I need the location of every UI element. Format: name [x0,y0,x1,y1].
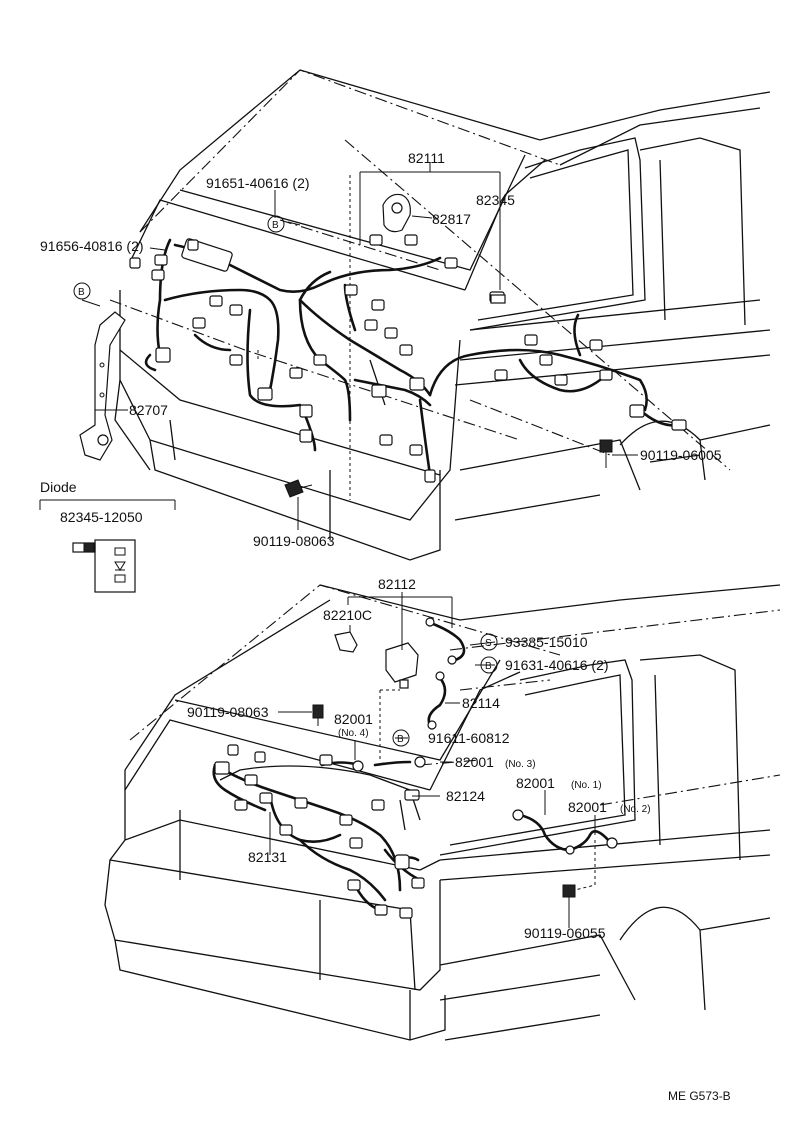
badge-b-lower-1 [480,656,498,674]
label-no1: (No. 1) [571,780,602,791]
diode-inset: Diode 82345-12050 [39,479,176,593]
label-90119-08063-lower: 90119-08063 [187,704,269,720]
upper-connectors [79,193,687,498]
label-82707: 82707 [129,402,168,418]
diode-part-number: 82345-12050 [60,509,143,525]
upper-callouts [81,162,638,530]
badge-b-upper-1-label: B [272,220,279,231]
label-90119-06055: 90119-06055 [524,925,606,941]
badge-b-upper-1 [267,215,285,233]
lower-connectors [214,617,618,919]
label-82001-no3: 82001 [455,754,494,770]
label-no3: (No. 3) [505,759,536,770]
label-82114: 82114 [462,695,500,711]
label-91611-60812: 91611-60812 [428,730,510,746]
label-90119-08063-upper: 90119-08063 [253,533,335,549]
badge-b-lower-2-label: B [397,734,404,745]
label-82001-no1: 82001 [516,775,555,791]
label-82001-no2: 82001 [568,799,607,815]
badge-b-upper-2 [73,282,91,300]
label-82345: 82345 [476,192,515,208]
label-91656-40816: 91656-40816 (2) [40,238,144,254]
label-91651-40616: 91651-40616 (2) [206,175,310,191]
badge-b-lower-1-label: B [485,661,492,672]
label-82131: 82131 [248,849,287,865]
label-82111: 82111 [408,150,445,166]
label-no2: (No. 2) [620,804,651,815]
lower-labels: 82112 82210C S 93385-15010 B 91631-40616… [187,576,651,941]
badge-s-label: S [485,638,492,649]
label-82001-no4: 82001 [334,711,373,727]
label-no4: (No. 4) [338,728,369,739]
label-82112: 82112 [378,576,416,592]
label-82210c: 82210C [323,607,372,623]
badge-b-lower-2 [392,729,410,747]
label-93385-15010: 93385-15010 [505,634,588,650]
label-82124: 82124 [446,788,485,804]
label-91631-40616: 91631-40616 (2) [505,657,609,673]
label-82817: 82817 [432,211,471,227]
lower-body-outline [104,584,781,1041]
lower-callouts [269,592,596,928]
badge-b-upper-2-label: B [78,287,85,298]
upper-body-outline [109,69,771,561]
badge-s [480,633,498,651]
figure-code: ME G573-B [668,1089,731,1103]
label-90119-06005: 90119-06005 [640,447,722,463]
upper-labels: 82111 82345 82817 91651-40616 (2) B 9165… [40,150,722,549]
diode-title: Diode [40,479,77,495]
